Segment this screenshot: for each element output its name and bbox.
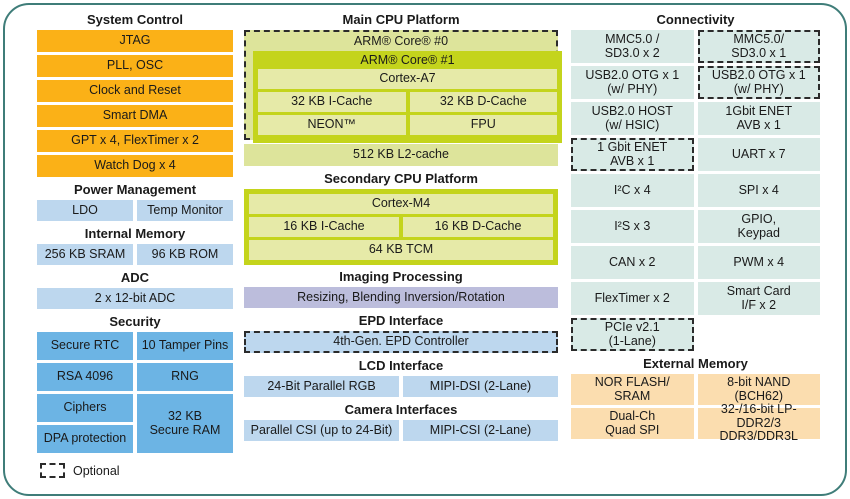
block-tamper-pins[interactable]: 10 Tamper Pins bbox=[137, 332, 233, 360]
legend-optional: Optional bbox=[37, 463, 233, 478]
section-title-internal-memory: Internal Memory bbox=[84, 226, 186, 241]
section-title-lcd-interface: LCD Interface bbox=[358, 358, 444, 373]
block-uart[interactable]: UART x 7 bbox=[697, 138, 820, 171]
block-m4-dcache[interactable]: 16 KB D-Cache bbox=[403, 217, 553, 237]
block-parallel-csi[interactable]: Parallel CSI (up to 24-Bit) bbox=[244, 420, 399, 441]
block-pwm[interactable]: PWM x 4 bbox=[697, 246, 820, 279]
block-a7-dcache[interactable]: 32 KB D-Cache bbox=[409, 92, 557, 112]
block-temp-monitor[interactable]: Temp Monitor bbox=[137, 200, 233, 221]
block-secure-rtc[interactable]: Secure RTC bbox=[37, 332, 133, 360]
block-secondary-cpu-platform[interactable]: Cortex-M4 16 KB I-Cache 16 KB D-Cache 64… bbox=[244, 189, 558, 265]
section-title-secondary-cpu-platform: Secondary CPU Platform bbox=[324, 171, 478, 186]
connectivity-col-left: MMC5.0 / SD3.0 x 2 USB2.0 OTG x 1 (w/ PH… bbox=[571, 30, 694, 354]
block-mmc-sd-x2[interactable]: MMC5.0 / SD3.0 x 2 bbox=[571, 30, 694, 63]
block-rng[interactable]: RNG bbox=[137, 363, 233, 391]
right-column: Connectivity MMC5.0 / SD3.0 x 2 USB2.0 O… bbox=[571, 10, 820, 443]
middle-column: Main CPU Platform ARM® Core® #0 ARM® Cor… bbox=[244, 10, 562, 444]
block-cortex-a7[interactable]: Cortex-A7 bbox=[258, 69, 557, 89]
block-rsa-4096[interactable]: RSA 4096 bbox=[37, 363, 133, 391]
external-memory-row-2: Dual-Ch Quad SPI 32-/16-bit LP-DDR2/3 DD… bbox=[571, 403, 820, 443]
block-clock-and-reset[interactable]: Clock and Reset bbox=[37, 80, 233, 102]
arm-core-0-label: ARM® Core® #0 bbox=[353, 34, 449, 48]
section-title-power-management: Power Management bbox=[73, 182, 197, 197]
power-management-row: LDO Temp Monitor bbox=[37, 200, 233, 221]
section-title-security: Security bbox=[109, 314, 161, 329]
internal-memory-row: 256 KB SRAM 96 KB ROM bbox=[37, 244, 233, 265]
connectivity-grid: MMC5.0 / SD3.0 x 2 USB2.0 OTG x 1 (w/ PH… bbox=[571, 30, 820, 354]
connectivity-col-right: MMC5.0/ SD3.0 x 1 USB2.0 OTG x 1 (w/ PHY… bbox=[697, 30, 821, 354]
block-ciphers[interactable]: Ciphers bbox=[37, 394, 133, 422]
connectivity-spacer bbox=[698, 318, 821, 351]
lcd-row: 24-Bit Parallel RGB MIPI-DSI (2-Lane) bbox=[244, 376, 558, 397]
block-smart-card[interactable]: Smart Card I/F x 2 bbox=[697, 282, 820, 315]
block-secure-ram[interactable]: 32 KB Secure RAM bbox=[137, 394, 233, 453]
block-sram[interactable]: 256 KB SRAM bbox=[37, 244, 133, 265]
block-a7-icache[interactable]: 32 KB I-Cache bbox=[258, 92, 406, 112]
block-spi[interactable]: SPI x 4 bbox=[697, 174, 820, 207]
section-title-epd-interface: EPD Interface bbox=[358, 313, 444, 328]
block-gpio-keypad[interactable]: GPIO, Keypad bbox=[697, 210, 820, 243]
block-quad-spi[interactable]: Dual-Ch Quad SPI bbox=[571, 408, 694, 439]
block-flextimer[interactable]: FlexTimer x 2 bbox=[571, 282, 694, 315]
block-rom[interactable]: 96 KB ROM bbox=[137, 244, 233, 265]
block-m4-icache[interactable]: 16 KB I-Cache bbox=[249, 217, 399, 237]
section-title-imaging-processing: Imaging Processing bbox=[339, 269, 463, 284]
block-i2c[interactable]: I²C x 4 bbox=[571, 174, 694, 207]
block-tcm[interactable]: 64 KB TCM bbox=[249, 240, 553, 260]
camera-row: Parallel CSI (up to 24-Bit) MIPI-CSI (2-… bbox=[244, 420, 558, 441]
block-smart-dma[interactable]: Smart DMA bbox=[37, 105, 233, 127]
block-arm-core-1[interactable]: ARM® Core® #1 Cortex-A7 32 KB I-Cache 32… bbox=[253, 51, 562, 143]
block-watch-dog[interactable]: Watch Dog x 4 bbox=[37, 155, 233, 177]
block-mipi-dsi[interactable]: MIPI-DSI (2-Lane) bbox=[403, 376, 558, 397]
m4-cache-row: 16 KB I-Cache 16 KB D-Cache bbox=[249, 217, 553, 237]
block-i2s[interactable]: I²S x 3 bbox=[571, 210, 694, 243]
section-title-main-cpu-platform: Main CPU Platform bbox=[342, 12, 460, 27]
security-col-right: 10 Tamper Pins RNG 32 KB Secure RAM bbox=[137, 332, 233, 456]
block-can[interactable]: CAN x 2 bbox=[571, 246, 694, 279]
section-title-system-control: System Control bbox=[86, 12, 184, 27]
section-title-adc: ADC bbox=[120, 270, 150, 285]
arm-core-1-label: ARM® Core® #1 bbox=[360, 53, 455, 67]
block-parallel-rgb[interactable]: 24-Bit Parallel RGB bbox=[244, 376, 399, 397]
section-title-connectivity: Connectivity bbox=[656, 12, 735, 27]
left-column: System Control JTAG PLL, OSC Clock and R… bbox=[37, 10, 233, 478]
block-enet-avb-optional[interactable]: 1 Gbit ENET AVB x 1 bbox=[571, 138, 694, 171]
block-mmc-sd-x1-optional[interactable]: MMC5.0/ SD3.0 x 1 bbox=[697, 30, 820, 63]
block-ldo[interactable]: LDO bbox=[37, 200, 133, 221]
block-l2-cache[interactable]: 512 KB L2-cache bbox=[244, 144, 558, 166]
block-nand[interactable]: 8-bit NAND (BCH62) bbox=[697, 374, 820, 405]
dashed-optional-swatch bbox=[40, 463, 65, 478]
block-usb-otg-phy-2-optional[interactable]: USB2.0 OTG x 1 (w/ PHY) bbox=[697, 66, 820, 99]
block-cortex-m4[interactable]: Cortex-M4 bbox=[249, 194, 553, 214]
legend-optional-label: Optional bbox=[73, 463, 120, 478]
a7-cache-row: 32 KB I-Cache 32 KB D-Cache bbox=[258, 92, 557, 112]
section-title-camera-interfaces: Camera Interfaces bbox=[344, 402, 458, 417]
block-fpu[interactable]: FPU bbox=[409, 115, 557, 135]
block-imaging-processing[interactable]: Resizing, Blending Inversion/Rotation bbox=[244, 287, 558, 308]
block-pll-osc[interactable]: PLL, OSC bbox=[37, 55, 233, 77]
block-pcie-optional[interactable]: PCIe v2.1 (1-Lane) bbox=[571, 318, 694, 351]
block-jtag[interactable]: JTAG bbox=[37, 30, 233, 52]
block-mipi-csi[interactable]: MIPI-CSI (2-Lane) bbox=[403, 420, 558, 441]
block-dpa-protection[interactable]: DPA protection bbox=[37, 425, 133, 453]
security-col-left: Secure RTC RSA 4096 Ciphers DPA protecti… bbox=[37, 332, 133, 456]
security-grid: Secure RTC RSA 4096 Ciphers DPA protecti… bbox=[37, 332, 233, 456]
block-1gbit-enet-avb[interactable]: 1Gbit ENET AVB x 1 bbox=[697, 102, 820, 135]
block-usb-host-hsic[interactable]: USB2.0 HOST (w/ HSIC) bbox=[571, 102, 694, 135]
block-neon[interactable]: NEON™ bbox=[258, 115, 406, 135]
block-epd-controller-optional[interactable]: 4th-Gen. EPD Controller bbox=[244, 331, 558, 353]
block-usb-otg-phy-1[interactable]: USB2.0 OTG x 1 (w/ PHY) bbox=[571, 66, 694, 99]
block-arm-core-0-optional[interactable]: ARM® Core® #0 ARM® Core® #1 Cortex-A7 32… bbox=[244, 30, 562, 143]
block-adc[interactable]: 2 x 12-bit ADC bbox=[37, 288, 233, 309]
block-nor-flash-sram[interactable]: NOR FLASH/ SRAM bbox=[571, 374, 694, 405]
section-title-external-memory: External Memory bbox=[643, 356, 748, 371]
block-ddr[interactable]: 32-/16-bit LP-DDR2/3 DDR3/DDR3L bbox=[697, 403, 820, 443]
external-memory-row-1: NOR FLASH/ SRAM 8-bit NAND (BCH62) bbox=[571, 374, 820, 405]
block-gpt-flextimer[interactable]: GPT x 4, FlexTimer x 2 bbox=[37, 130, 233, 152]
a7-neon-fpu-row: NEON™ FPU bbox=[258, 115, 557, 135]
